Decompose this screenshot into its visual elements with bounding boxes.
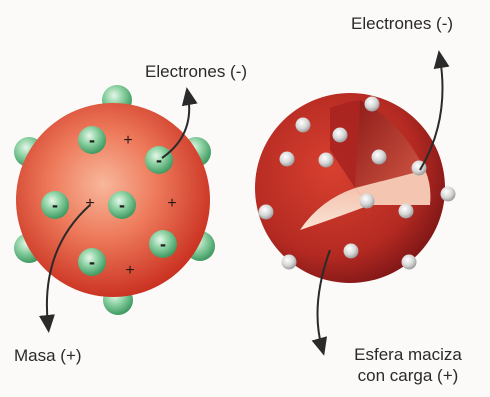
label-mass: Masa (+) [14, 346, 82, 366]
label-solid-sphere: Esfera maciza con carga (+) [338, 344, 478, 386]
plus-sign: + [125, 262, 134, 279]
electron: - [145, 146, 173, 174]
label-solid-sphere-line1: Esfera maciza [338, 344, 478, 365]
electron: - [78, 126, 106, 154]
electron [372, 150, 387, 165]
svg-text:-: - [156, 150, 162, 170]
electron [333, 128, 348, 143]
electron [365, 97, 380, 112]
electron [259, 205, 274, 220]
svg-text:-: - [119, 195, 125, 215]
plus-sign: + [123, 132, 132, 149]
electron [282, 255, 297, 270]
svg-text:-: - [89, 130, 95, 150]
electron: - [149, 230, 177, 258]
electron [441, 187, 456, 202]
electron [360, 194, 375, 209]
label-solid-sphere-line2: con carga (+) [338, 365, 478, 386]
electron [280, 152, 295, 167]
plus-sign: + [85, 195, 94, 212]
electron: - [108, 191, 136, 219]
electron: - [41, 191, 69, 219]
electron [344, 244, 359, 259]
label-electrons-left: Electrones (-) [145, 62, 247, 82]
svg-text:-: - [89, 252, 95, 272]
electron: - [78, 248, 106, 276]
plus-sign: + [167, 195, 176, 212]
electron [402, 255, 417, 270]
svg-text:-: - [160, 234, 166, 254]
electron [319, 153, 334, 168]
svg-text:-: - [52, 195, 58, 215]
electron [296, 118, 311, 133]
electron [399, 204, 414, 219]
label-electrons-right: Electrones (-) [351, 14, 453, 34]
